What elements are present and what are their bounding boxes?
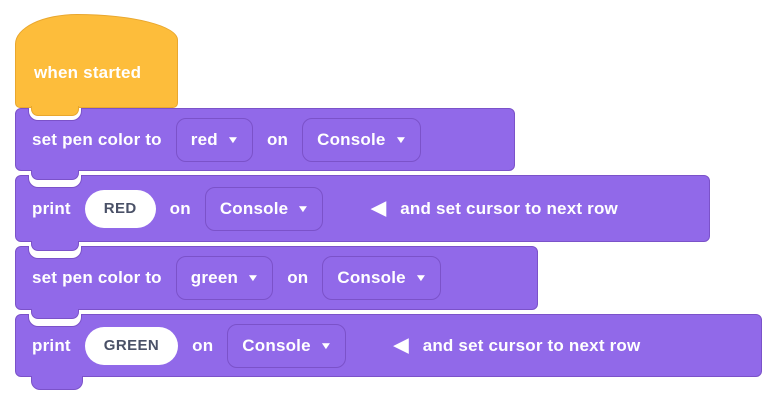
target-dropdown[interactable]: Console ▼ (322, 256, 441, 300)
print-value-slot[interactable]: RED (84, 189, 156, 228)
block-label-on: on (192, 335, 214, 355)
print-value-text: RED (103, 200, 137, 217)
target-dropdown[interactable]: Console ▼ (227, 323, 346, 368)
hat-block-when-started[interactable]: when started (15, 14, 178, 116)
block-label-prefix: set pen color to (32, 129, 162, 149)
hat-block-label: when started (34, 63, 142, 82)
dropdown-caret-icon: ▼ (414, 273, 428, 284)
pen-color-dropdown-value: red (190, 129, 218, 149)
dropdown-caret-icon: ▼ (318, 340, 333, 352)
dropdown-caret-icon: ▼ (296, 203, 311, 215)
dropdown-caret-icon: ▼ (393, 134, 408, 146)
print-value-text: GREEN (103, 337, 160, 354)
block-label-suffix: and set cursor to next row (400, 198, 618, 218)
pen-color-dropdown[interactable]: red ▼ (175, 117, 253, 162)
set-pen-color-block-red[interactable]: set pen color to red ▼ on Console ▼ (15, 108, 515, 180)
pen-color-dropdown[interactable]: green ▼ (175, 256, 274, 300)
target-dropdown-value: Console (337, 268, 406, 287)
target-dropdown-value: Console (219, 198, 289, 218)
block-label-suffix: and set cursor to next row (422, 335, 641, 355)
target-dropdown[interactable]: Console ▼ (204, 186, 324, 231)
dropdown-caret-icon: ▼ (226, 134, 240, 146)
dropdown-caret-icon: ▼ (246, 273, 260, 284)
block-label-prefix: print (32, 198, 71, 218)
target-dropdown-value: Console (317, 129, 386, 149)
block-label-on: on (266, 129, 289, 149)
collapse-left-arrow-icon[interactable]: ◀ (393, 335, 409, 356)
block-label-on: on (287, 268, 309, 287)
block-label-prefix: set pen color to (32, 268, 162, 287)
target-dropdown-value: Console (242, 335, 311, 355)
collapse-left-arrow-icon[interactable]: ◀ (371, 198, 387, 219)
print-block-red[interactable]: print RED on Console ▼ ◀ and set cursor … (15, 175, 710, 251)
target-dropdown[interactable]: Console ▼ (302, 117, 421, 162)
block-label-prefix: print (32, 335, 71, 355)
block-label-on: on (169, 198, 191, 218)
print-value-slot[interactable]: GREEN (84, 326, 179, 365)
print-block-green[interactable]: print GREEN on Console ▼ ◀ and set curso… (15, 314, 762, 390)
pen-color-dropdown-value: green (190, 268, 239, 287)
set-pen-color-block-green[interactable]: set pen color to green ▼ on Console ▼ (15, 246, 538, 319)
